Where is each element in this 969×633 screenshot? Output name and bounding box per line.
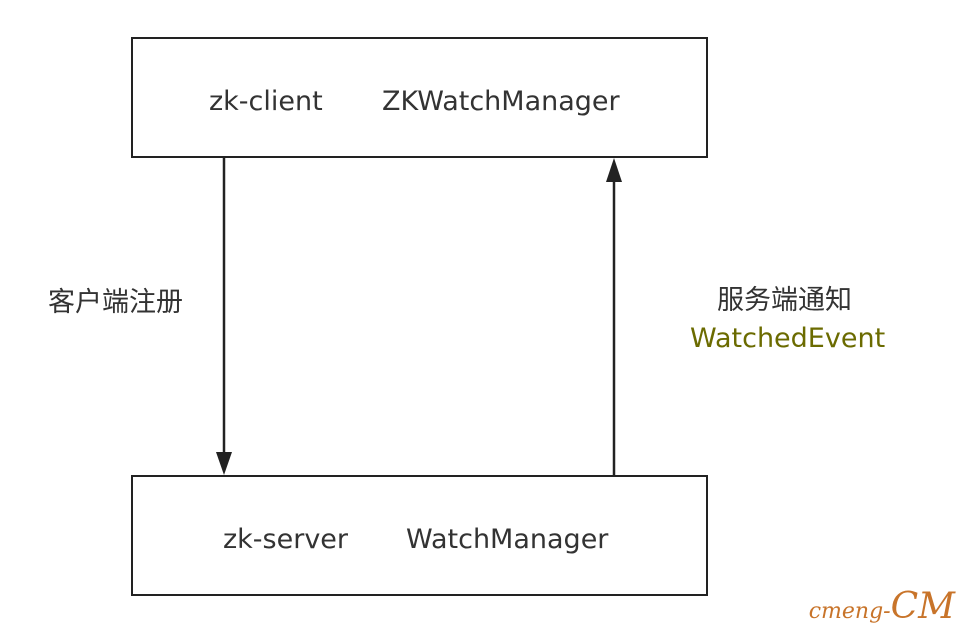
watched-event-label: WatchedEvent [690,323,886,354]
notify-arrow-label: 服务端通知 [717,285,852,316]
zk-server-box: zk-server WatchManager [131,475,708,596]
server-manager-label: WatchManager [406,524,609,555]
client-manager-label: ZKWatchManager [382,86,620,117]
register-arrow-label: 客户端注册 [48,287,183,318]
server-name-label: zk-server [223,524,349,555]
register-arrow-head [216,452,232,475]
client-name-label: zk-client [209,86,323,117]
watermark-signature: cmeng-CM [809,589,955,625]
watermark-big-text: CM [890,586,955,627]
watermark-small-text: cmeng- [808,599,891,624]
zk-client-box: zk-client ZKWatchManager [131,37,708,158]
notify-arrow-head [606,158,622,182]
